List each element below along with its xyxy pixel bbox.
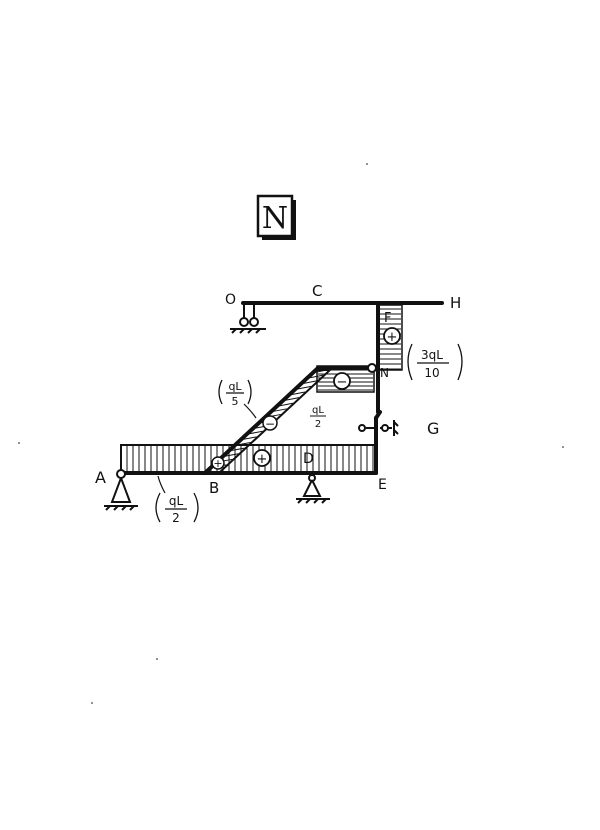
hatch-line <box>307 374 324 379</box>
hinge-n <box>367 363 377 373</box>
sign-span-ae: + <box>257 452 268 467</box>
label-e: E <box>378 477 387 493</box>
annot-bottom-top: qL <box>169 494 184 508</box>
label-d: D <box>303 451 314 467</box>
title-letter: N <box>262 201 288 236</box>
structure <box>119 301 444 475</box>
band-ae <box>120 444 377 473</box>
label-f: F <box>384 311 391 326</box>
sign-diagonal-lower: + <box>213 457 222 470</box>
annotations: qL 5 qL 2 qL 2 3qL 10 <box>155 343 463 525</box>
member-bn-diagonal <box>203 366 320 475</box>
label-b: B <box>209 479 219 497</box>
label-h: H <box>450 294 461 312</box>
hatch-fields <box>120 304 403 473</box>
label-g: G <box>427 419 439 438</box>
hinge-a <box>116 469 126 479</box>
band-ae-hatch <box>126 446 374 471</box>
annot-diag-top: qL <box>228 380 242 393</box>
annot-mid-top: qL <box>312 405 324 416</box>
annot-right-bot: 10 <box>424 366 439 380</box>
label-c: C <box>312 282 322 300</box>
label-n: N <box>380 366 389 380</box>
point-labels: A B C D E F G H N O <box>95 282 461 497</box>
annot-bottom-bot: 2 <box>172 511 180 525</box>
annot-right-top: 3qL <box>421 348 443 362</box>
support-d <box>296 474 330 504</box>
title-box-frame <box>256 194 294 238</box>
support-o <box>230 305 266 334</box>
title-box: N <box>256 194 296 240</box>
label-a: A <box>95 468 106 487</box>
sign-upper-near-n: − <box>337 375 348 390</box>
support-a <box>104 477 138 511</box>
sign-markers: + − + − + <box>211 327 401 470</box>
sign-diagonal: − <box>265 417 275 431</box>
paper-specks <box>18 163 564 704</box>
sign-vertical-top: + <box>387 330 398 345</box>
label-o: O <box>225 292 236 308</box>
annot-mid-bot: 2 <box>315 419 321 430</box>
annot-diag-bot: 5 <box>232 395 239 408</box>
support-g <box>358 420 399 436</box>
